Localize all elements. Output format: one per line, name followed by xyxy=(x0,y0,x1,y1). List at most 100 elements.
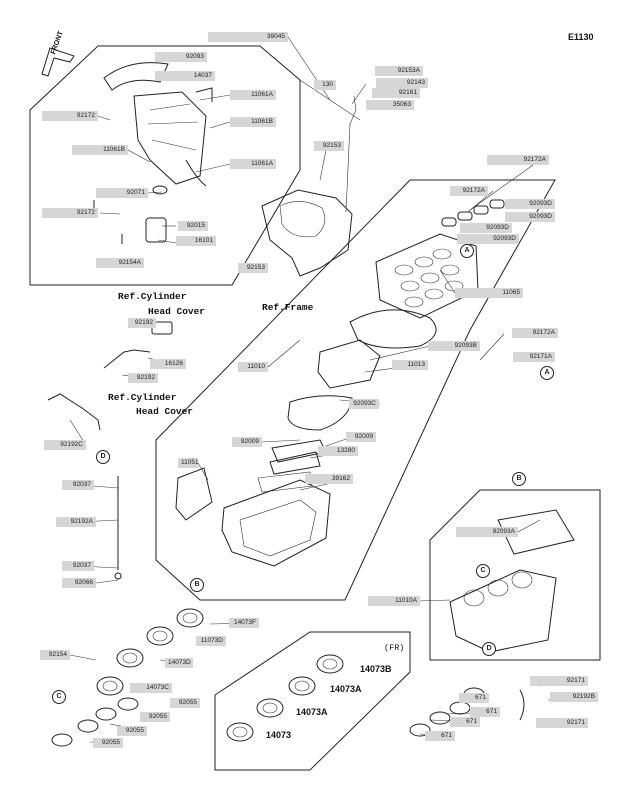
part-label: 92093D xyxy=(457,234,519,244)
o-ring-part xyxy=(77,719,99,733)
main-airbox-panel xyxy=(155,179,556,601)
leader-line xyxy=(467,190,494,213)
throttle-body-part xyxy=(152,630,168,642)
case-port xyxy=(463,589,485,607)
part-label: 14073C xyxy=(130,683,172,693)
leader-line xyxy=(99,212,121,215)
lower-box-panel xyxy=(429,489,601,661)
canister-part xyxy=(145,217,167,243)
lower-case xyxy=(449,569,557,653)
hose-part xyxy=(103,349,151,369)
part-label: 671 xyxy=(425,731,455,741)
part-label: 92037 xyxy=(62,561,94,571)
part-label: 14073D xyxy=(165,658,193,668)
part-label: 92153 xyxy=(314,141,344,151)
part-label: 92055 xyxy=(170,698,200,708)
part-label: 11051 xyxy=(178,458,199,468)
cover-port xyxy=(414,256,434,268)
part-label: 14037 xyxy=(155,71,215,81)
cover-port xyxy=(432,248,452,260)
part-label: 39045 xyxy=(208,32,288,42)
part-label: 39162 xyxy=(305,474,353,484)
o-ring-part xyxy=(409,723,431,737)
part-label: 92192C xyxy=(44,440,86,450)
airbox-base-inner xyxy=(239,499,317,557)
case-port xyxy=(487,579,509,597)
leader-line xyxy=(199,94,231,101)
part-label: 11061B xyxy=(230,117,276,127)
throttle-body-part xyxy=(122,652,138,664)
part-label: 92066 xyxy=(62,578,96,588)
hose-part xyxy=(519,689,525,721)
part-label: 92015 xyxy=(178,221,208,231)
part-label: 11061B xyxy=(72,145,128,155)
fr-part-label: 14073A xyxy=(330,684,362,694)
part-label: 92037 xyxy=(62,480,94,490)
throttle-body-part xyxy=(96,676,124,696)
leader-line xyxy=(479,333,505,361)
part-label: 92153 xyxy=(238,263,268,273)
part-label: 92172 xyxy=(42,111,98,121)
intake-duct xyxy=(261,189,353,277)
reference-circle: D xyxy=(96,450,110,464)
intake-duct-detail xyxy=(279,201,326,238)
part-label: 13280 xyxy=(318,446,358,456)
clip-part xyxy=(114,572,122,580)
leader-line xyxy=(469,159,541,211)
bracket-body xyxy=(133,91,207,185)
throttle-body-part xyxy=(176,608,204,628)
reference-circle: A xyxy=(540,366,554,380)
element-part xyxy=(269,451,321,475)
cover-port xyxy=(394,264,414,276)
part-label: 92093 xyxy=(155,52,207,62)
part-label: 671 xyxy=(470,707,500,717)
leader-line xyxy=(95,579,119,584)
part-label: 92093D xyxy=(460,223,512,233)
reference-circle: B xyxy=(512,472,526,486)
part-label: 14073F xyxy=(229,618,259,628)
ref-cyl-head-cover-2-line1: Ref.Cylinder xyxy=(108,392,177,403)
leader-line xyxy=(439,269,456,294)
leader-line xyxy=(69,654,97,661)
fr-part-label: 14073A xyxy=(296,707,328,717)
part-label: 16101 xyxy=(176,236,216,246)
part-label: 11010 xyxy=(238,362,268,372)
cover-port xyxy=(404,296,424,308)
leader-line xyxy=(157,239,177,244)
part-label: 11073D xyxy=(196,636,226,646)
filter-part xyxy=(317,339,381,389)
seal-part xyxy=(457,211,473,221)
leader-line xyxy=(299,79,361,121)
tube-part xyxy=(185,159,207,187)
throttle-body-part xyxy=(232,726,248,738)
reference-circle: A xyxy=(460,244,474,258)
part-label: 92093B xyxy=(428,341,480,351)
part-label: 92171A xyxy=(513,352,555,362)
cover-port xyxy=(440,264,460,276)
fr-part-label: 14073B xyxy=(360,664,392,674)
leader-line xyxy=(287,36,331,101)
part-label: 92154A xyxy=(96,258,144,268)
leader-line xyxy=(351,83,367,105)
throttle-body-part xyxy=(288,676,316,696)
washer-part xyxy=(152,185,168,195)
ref-frame: Ref.Frame xyxy=(262,302,314,313)
o-ring-part xyxy=(95,707,117,721)
part-label: 11013 xyxy=(392,360,428,370)
part-label: 92154 xyxy=(40,650,70,660)
leader-line xyxy=(97,115,111,121)
part-label: 11065 xyxy=(455,288,523,298)
leader-line xyxy=(127,149,151,163)
part-label: 671 xyxy=(459,693,489,703)
part-label: 92055 xyxy=(140,712,170,722)
part-label: 92093C xyxy=(349,399,379,409)
fr-part-label: 14073 xyxy=(266,730,292,740)
fr-panel xyxy=(214,631,411,771)
throttle-body-part xyxy=(256,698,284,718)
cover-port xyxy=(424,288,444,300)
throttle-body-part xyxy=(322,658,338,670)
throttle-body-part xyxy=(102,680,118,692)
part-label: 92192A xyxy=(56,517,96,527)
leader-line xyxy=(319,149,327,181)
